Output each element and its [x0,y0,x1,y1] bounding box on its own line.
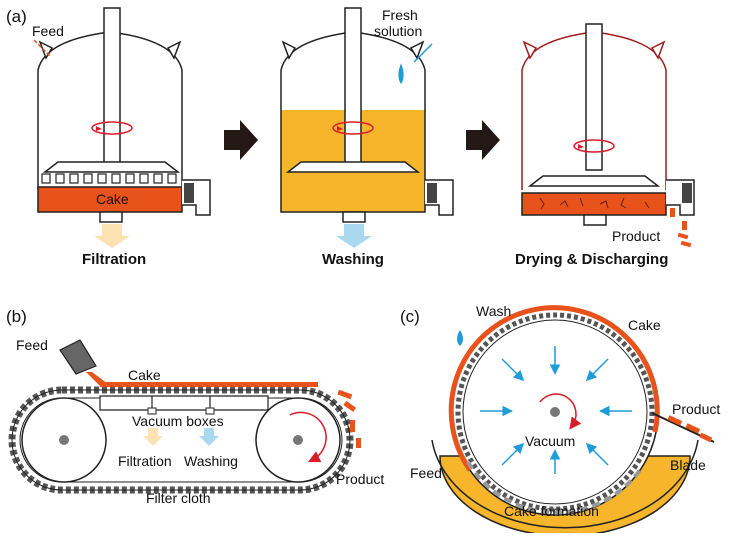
drum-wash-label: Wash [476,303,511,319]
belt-cake-label: Cake [128,367,161,383]
fresh-label-2: solution [374,23,422,39]
caption-filtration: Filtration [82,251,146,268]
belt-feed-label: Feed [16,337,48,353]
product-label: Product [612,228,660,244]
drum-vacuum-label: Vacuum [525,433,575,449]
water-drop-icon [398,63,404,84]
belt-product-label: Product [336,471,384,487]
filtrate-arrow [94,224,130,248]
fresh-label-1: Fresh [382,7,418,23]
drum-filter [431,305,715,537]
drying-vessel: Product [521,23,695,248]
wash-filtrate-arrow [336,224,372,248]
cake-formation-label: Cake formation [504,503,599,519]
caption-drying: Drying & Discharging [515,251,668,268]
wash-drop-icon [457,330,463,346]
filtration-vessel: Cake Feed [32,7,211,248]
blade-label: Blade [670,457,706,473]
step-arrow-1 [224,120,258,160]
washing-vessel: Fresh solution [280,7,454,248]
caption-washing: Washing [322,251,384,268]
panel-a-tag: (a) [6,7,27,26]
drum-cake-label: Cake [628,317,661,333]
panel-b-tag: (b) [6,307,27,326]
filter-cloth-label: Filter cloth [146,490,211,506]
filtration-label: Filtration [118,453,172,469]
belt-filter [8,339,361,494]
drum-product-label: Product [672,401,720,417]
vacuum-boxes-label: Vacuum boxes [132,413,224,429]
feed-label: Feed [32,23,64,39]
step-arrow-2 [466,120,500,160]
washing-label: Washing [184,453,238,469]
panel-c-tag: (c) [400,307,420,326]
drum-feed-label: Feed [410,465,442,481]
cake-label: Cake [96,191,129,207]
